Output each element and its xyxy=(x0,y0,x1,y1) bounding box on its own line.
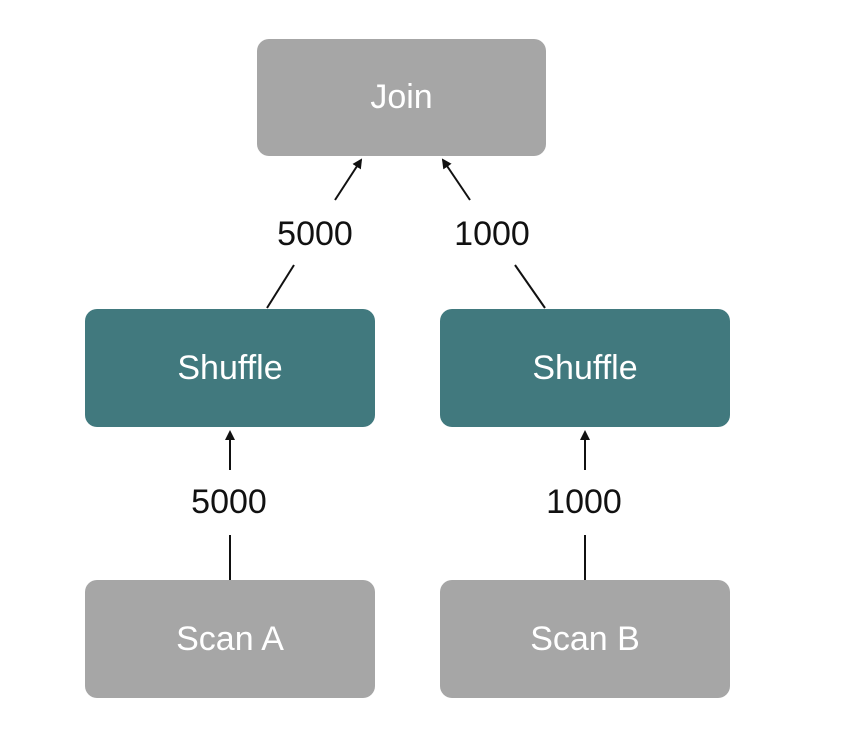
scan-b-node: Scan B xyxy=(440,580,730,698)
edge-label-scan-a-to-shuffle: 5000 xyxy=(191,483,267,521)
edge-label-shuffle-left-to-join: 5000 xyxy=(277,215,353,253)
shuffle-node-left: Shuffle xyxy=(85,309,375,427)
edge-shuffle-right-upper xyxy=(441,158,471,201)
scan-a-label: Scan A xyxy=(176,619,284,658)
shuffle-node-right: Shuffle xyxy=(440,309,730,427)
join-label: Join xyxy=(370,78,433,116)
shuffle-right-label: Shuffle xyxy=(532,348,638,387)
join-node: Join xyxy=(257,39,546,156)
edge-shuffle-left-lower xyxy=(266,264,295,309)
edge-label-scan-b-to-shuffle: 1000 xyxy=(546,483,622,521)
edge-label-shuffle-right-to-join: 1000 xyxy=(454,215,530,253)
edge-shuffle-right-lower xyxy=(514,264,546,309)
edge-shuffle-left-upper xyxy=(334,158,363,201)
scan-a-node: Scan A xyxy=(85,580,375,698)
shuffle-left-label: Shuffle xyxy=(177,348,283,387)
scan-b-label: Scan B xyxy=(530,619,640,658)
